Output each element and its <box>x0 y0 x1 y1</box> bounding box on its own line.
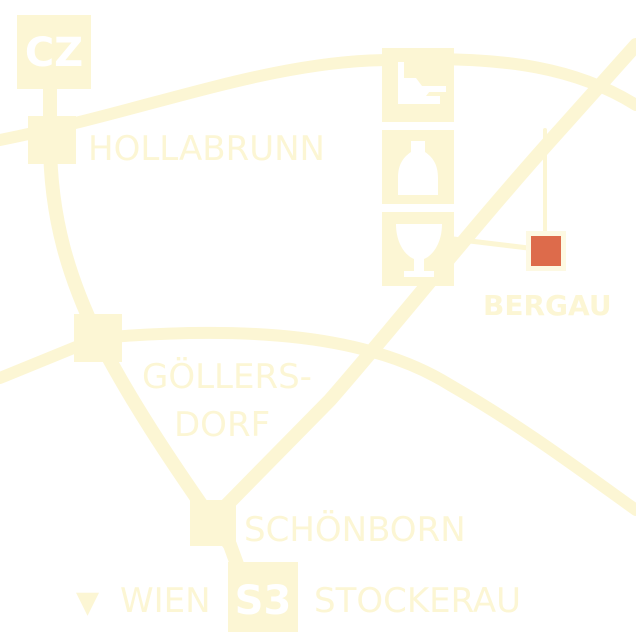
border-badge-label: CZ <box>25 30 83 76</box>
direction-label-wien: WIEN <box>120 581 211 621</box>
direction-arrow-icon: ▼ <box>76 585 99 620</box>
junction-hollabrunn <box>28 116 76 164</box>
wine-glass-icon <box>382 212 454 286</box>
place-label-hollabrunn: HOLLABRUNN <box>88 129 325 169</box>
place-label-goellersdorf-line1: GÖLLERS- <box>142 356 312 397</box>
expressway-badge-label: S3 <box>235 578 292 624</box>
place-label-schoenborn: SCHÖNBORN <box>244 509 466 550</box>
expressway-badge <box>228 562 298 632</box>
bergau-marker[interactable] <box>531 236 561 266</box>
road-goellersdorf-east <box>0 326 636 516</box>
junction-goellersdorf <box>74 314 122 362</box>
bottle-icon <box>382 130 454 204</box>
road-hollabrunn-east <box>0 53 636 146</box>
direction-label-stockerau: STOCKERAU <box>314 581 521 621</box>
mill-icon <box>382 48 454 122</box>
junction-schoenborn <box>190 500 236 546</box>
place-label-goellersdorf-line2: DORF <box>174 405 270 445</box>
place-label-bergau: BERGAU <box>483 289 612 322</box>
border-badge <box>17 15 91 89</box>
